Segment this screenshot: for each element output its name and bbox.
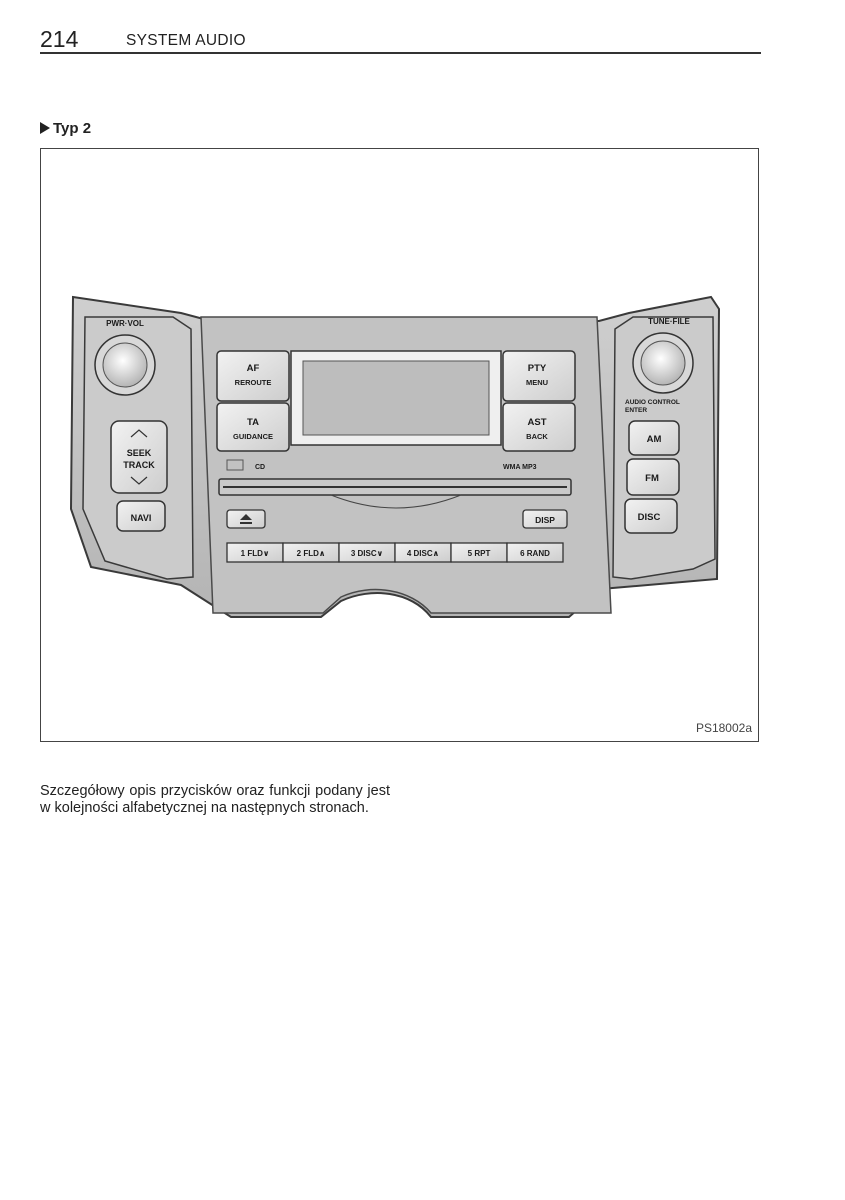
disp-button[interactable]: DISP: [522, 509, 568, 529]
preset-label-2: 2 FLD∧: [297, 549, 326, 558]
back-label: BACK: [526, 432, 548, 441]
enter-label: ENTER: [625, 407, 647, 414]
ast-label: AST: [528, 417, 547, 428]
disp-label: DISP: [535, 515, 555, 525]
body-paragraph: Szczegółowy opis przycisków oraz funkcji…: [40, 782, 390, 817]
cd-slot[interactable]: [218, 478, 572, 509]
audio-control-label: AUDIO CONTROL: [625, 399, 680, 406]
lcd-display: [290, 350, 502, 446]
svg-text:CD: CD: [255, 464, 265, 471]
variant-label: Typ 2: [40, 120, 91, 137]
preset-button-4[interactable]: 4 DISC∧: [394, 542, 452, 563]
eject-button[interactable]: [226, 509, 266, 529]
navi-button[interactable]: NAVI: [116, 500, 166, 532]
ta-guidance-button[interactable]: TA GUIDANCE: [216, 402, 290, 452]
section-title: SYSTEM AUDIO: [126, 32, 246, 49]
ast-back-button[interactable]: AST BACK: [502, 402, 576, 452]
triangle-arrow-icon: [40, 122, 50, 134]
guidance-label: GUIDANCE: [233, 432, 273, 441]
figure-frame: PWR·VOL SEEK TRACK NAVI TUNE·FILE AUDIO …: [40, 148, 759, 742]
tune-file-knob[interactable]: [632, 332, 694, 394]
menu-label: MENU: [526, 378, 548, 387]
preset-label-5: 5 RPT: [468, 549, 491, 558]
pwr-vol-label: PWR·VOL: [106, 319, 144, 328]
cd-logo: CD: [226, 459, 265, 471]
preset-button-2[interactable]: 2 FLD∧: [282, 542, 340, 563]
preset-label-3: 3 DISC∨: [351, 549, 383, 558]
fm-button[interactable]: FM: [626, 458, 680, 496]
preset-button-row: 1 FLD∨ 2 FLD∧ 3 DISC∨ 4 DISC∧ 5 RPT 6 RA…: [226, 542, 564, 563]
header-rule: [40, 52, 761, 54]
tune-file-label: TUNE·FILE: [648, 317, 690, 326]
preset-button-6[interactable]: 6 RAND: [506, 542, 564, 563]
figure-code: PS18002a: [695, 721, 752, 735]
disc-label: DISC: [638, 512, 661, 523]
audio-unit-illustration: PWR·VOL SEEK TRACK NAVI TUNE·FILE AUDIO …: [69, 295, 721, 618]
pty-label: PTY: [528, 363, 547, 374]
am-label: AM: [647, 434, 662, 445]
ta-label: TA: [247, 417, 259, 428]
af-reroute-button[interactable]: AF REROUTE: [216, 350, 290, 402]
wma-mp3-label: WMA MP3: [503, 464, 537, 471]
preset-label-1: 1 FLD∨: [241, 549, 270, 558]
pty-menu-button[interactable]: PTY MENU: [502, 350, 576, 402]
preset-button-1[interactable]: 1 FLD∨: [226, 542, 284, 563]
preset-label-6: 6 RAND: [520, 549, 550, 558]
variant-label-text: Typ 2: [53, 120, 92, 137]
preset-button-3[interactable]: 3 DISC∨: [338, 542, 396, 563]
navi-label: NAVI: [131, 513, 152, 523]
am-button[interactable]: AM: [628, 420, 680, 456]
page-number: 214: [40, 26, 79, 52]
pwr-vol-knob[interactable]: [94, 334, 156, 396]
chevron-down-icon: [130, 476, 148, 485]
seek-label: SEEK: [127, 448, 152, 458]
track-label: TRACK: [123, 460, 155, 470]
chevron-up-icon: [130, 429, 148, 438]
fm-label: FM: [645, 473, 659, 484]
af-label: AF: [247, 363, 260, 374]
preset-label-4: 4 DISC∧: [407, 549, 439, 558]
eject-icon: [240, 514, 252, 520]
disc-button[interactable]: DISC: [624, 498, 678, 534]
reroute-label: REROUTE: [235, 378, 272, 387]
preset-button-5[interactable]: 5 RPT: [450, 542, 508, 563]
seek-track-button[interactable]: SEEK TRACK: [110, 420, 168, 494]
